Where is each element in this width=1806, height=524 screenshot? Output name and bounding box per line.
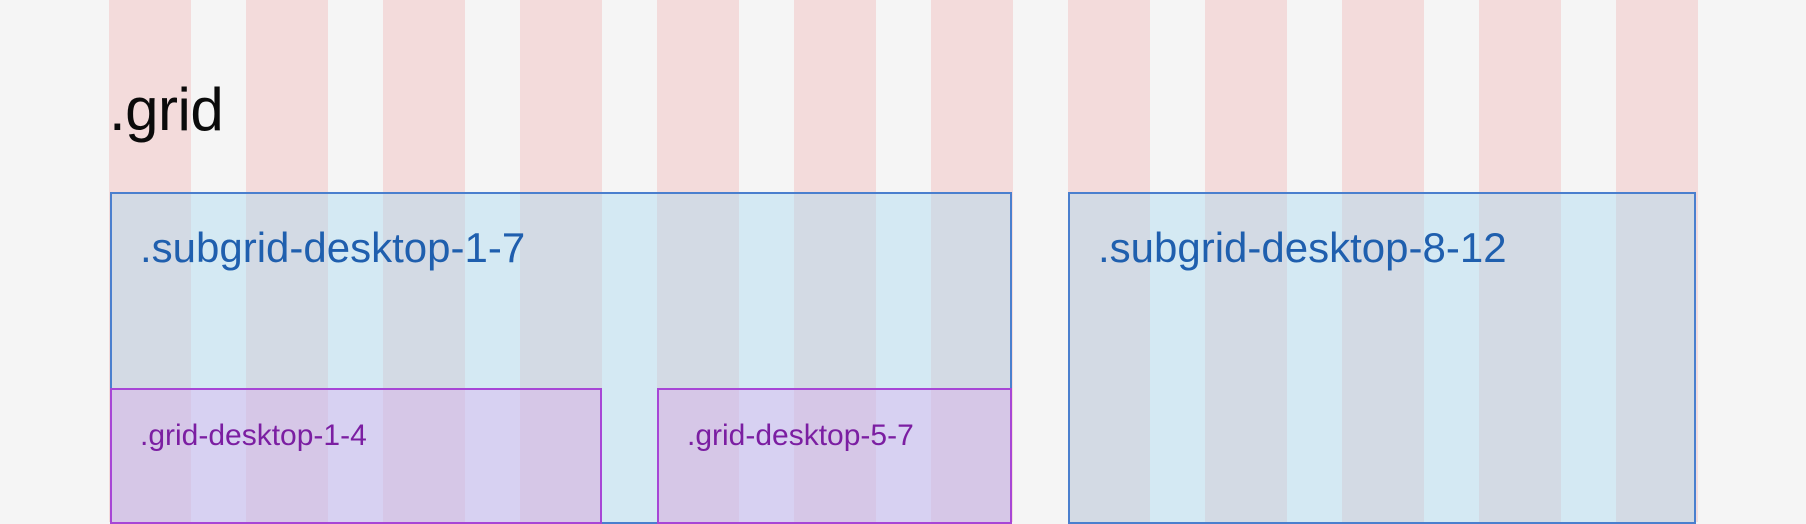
grid-column-8 [1068,0,1150,522]
grid-column-4 [520,0,602,522]
subgrid-desktop-1-7-label: .subgrid-desktop-1-7 [140,224,526,271]
grid-title: .grid [109,76,224,143]
grid-column-10 [1342,0,1424,522]
grid-column-7 [931,0,1013,522]
grid-column-3 [383,0,465,522]
grid-column-2 [246,0,328,522]
grid-column-1 [109,0,191,522]
grid-column-6 [794,0,876,522]
grid-desktop-1-4: .grid-desktop-1-4 [110,388,602,524]
grid-desktop-1-4-label: .grid-desktop-1-4 [140,419,367,452]
grid-desktop-5-7-label: .grid-desktop-5-7 [687,419,914,452]
grid-column-9 [1205,0,1287,522]
subgrid-desktop-8-12: .subgrid-desktop-8-12 [1068,192,1696,524]
subgrid-desktop-1-7: .subgrid-desktop-1-7 [110,192,1012,524]
grid-column-5 [657,0,739,522]
grid-column-12 [1616,0,1698,522]
grid-desktop-5-7: .grid-desktop-5-7 [657,388,1012,524]
subgrid-desktop-8-12-label: .subgrid-desktop-8-12 [1098,224,1507,271]
grid-column-11 [1479,0,1561,522]
